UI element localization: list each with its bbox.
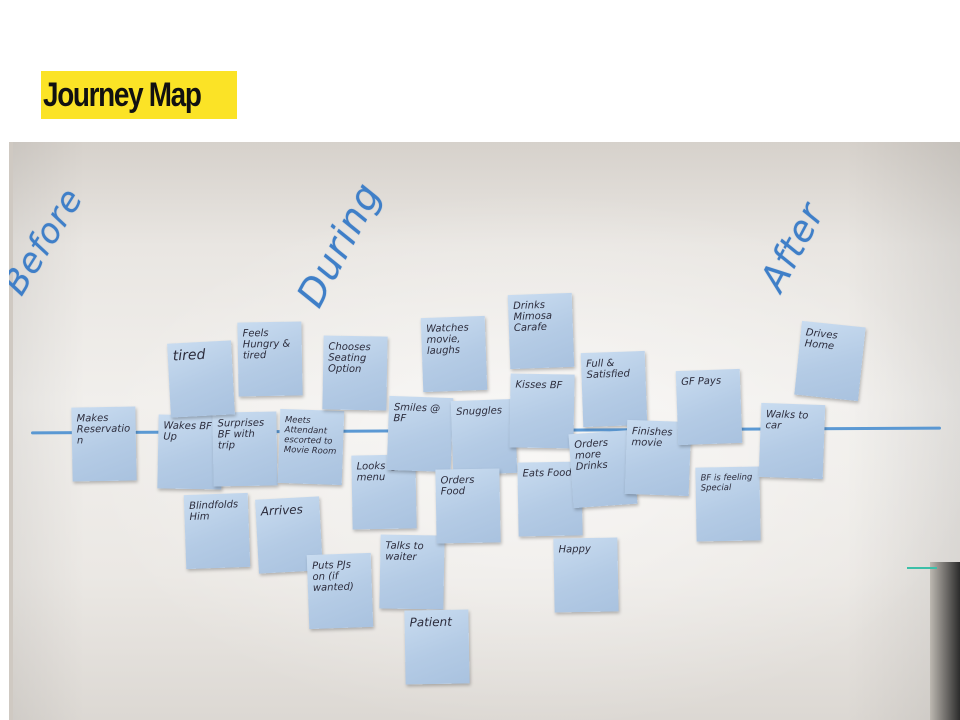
board-frame-right <box>930 562 960 720</box>
sticky-note: Drinks Mimosa Carafe <box>507 292 575 370</box>
sticky-note: Surprises BF with trip <box>212 411 278 487</box>
sticky-note: Walks to car <box>758 402 826 480</box>
title-highlight: Journey Map <box>41 71 238 119</box>
sticky-note: Puts PJs on (if wanted) <box>306 552 374 630</box>
sticky-note: Meets Attendant escorted to Movie Room <box>277 408 345 486</box>
sticky-note: Drives Home <box>794 320 866 402</box>
sticky-note: GF Pays <box>675 368 743 446</box>
sticky-note: Smiles @ BF <box>386 395 454 473</box>
marker-tail <box>907 567 937 569</box>
sticky-note: Snuggles <box>450 398 518 476</box>
sticky-note: Blindfolds Him <box>183 492 251 570</box>
sticky-note: Happy <box>553 537 619 613</box>
slide-title: Journey Map <box>43 76 202 114</box>
sticky-note: Kisses BF <box>509 373 575 449</box>
sticky-note: Patient <box>404 609 470 685</box>
sticky-note: BF is feeling Special <box>695 466 761 542</box>
whiteboard-photo: Before During After Makes Reservation Wa… <box>9 142 960 720</box>
sticky-note: Full & Satisfied <box>580 350 648 428</box>
sticky-note: Feels Hungry & tired <box>237 321 303 397</box>
sticky-note: Watches movie, laughs <box>420 315 488 393</box>
sticky-note: Talks to waiter <box>379 534 445 610</box>
sticky-note: tired <box>167 340 235 418</box>
sticky-note: Orders Food <box>435 468 501 544</box>
sticky-note: Makes Reservation <box>71 406 137 482</box>
board-frame-left <box>9 142 13 720</box>
sticky-note: Chooses Seating Option <box>322 335 388 411</box>
